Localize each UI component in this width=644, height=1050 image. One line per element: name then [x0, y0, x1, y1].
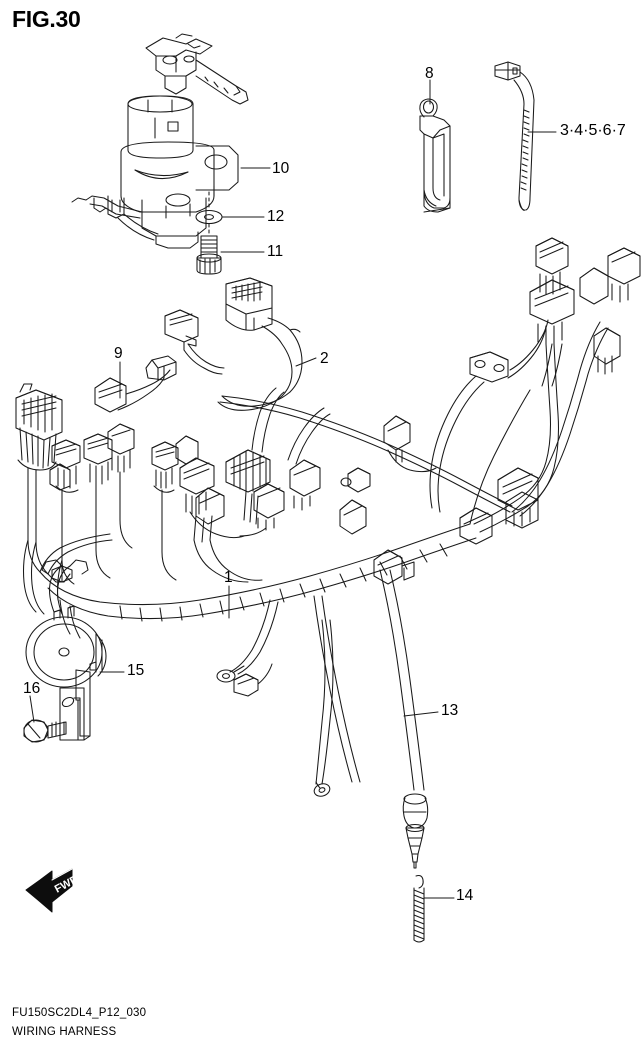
clamp-part: [419, 98, 451, 213]
callout-label-13: 13: [441, 702, 459, 719]
fwd-arrow-label: FWD: [53, 873, 81, 895]
lower-center-leads: [216, 595, 361, 797]
page-title: FIG.30: [12, 6, 81, 32]
cluster-up-wires: [251, 387, 331, 465]
bolt-part: [196, 235, 222, 275]
small-connector-left: [164, 309, 225, 375]
left-harness-clip: [51, 565, 73, 583]
ignition-key-pair: [145, 33, 249, 105]
right-branch-network: [339, 237, 641, 585]
callout-label-8: 8: [425, 65, 434, 82]
callout-leader-lines: [29, 79, 557, 899]
ignition-switch-assembly: [71, 33, 249, 275]
spring-part-14: [413, 874, 425, 943]
callout-label-11: 11: [267, 243, 284, 260]
callout-label-16: 16: [23, 680, 41, 697]
connector-group-9: [94, 355, 177, 413]
cable-tie-part: [494, 61, 535, 211]
callout-label-2: 2: [320, 350, 329, 367]
callout-label-14: 14: [456, 887, 474, 904]
callout-label-12: 12: [267, 208, 285, 225]
footer-section-name: WIRING HARNESS: [12, 1026, 117, 1038]
main-harness-trunk: [39, 395, 513, 639]
callout-label-9: 9: [114, 345, 123, 362]
connector-block-part: [217, 277, 303, 411]
callout-label-15: 15: [127, 662, 145, 679]
battery-lead-13: [379, 569, 429, 869]
horn-part: [25, 559, 107, 741]
left-multipin-connector: [15, 383, 63, 575]
footer-part-code: FU150SC2DL4_P12_030: [12, 1007, 147, 1019]
callout-label-1: 1: [224, 569, 233, 586]
callout-label-10: 10: [272, 160, 290, 177]
fwd-arrow-marker: [25, 868, 73, 913]
center-connector-cluster: [175, 435, 321, 583]
washer-part: [195, 209, 223, 225]
connector-cluster-mid-left: [107, 423, 179, 581]
callout-label-3-4-5-6-7: 3·4·5·6·7: [560, 122, 626, 139]
